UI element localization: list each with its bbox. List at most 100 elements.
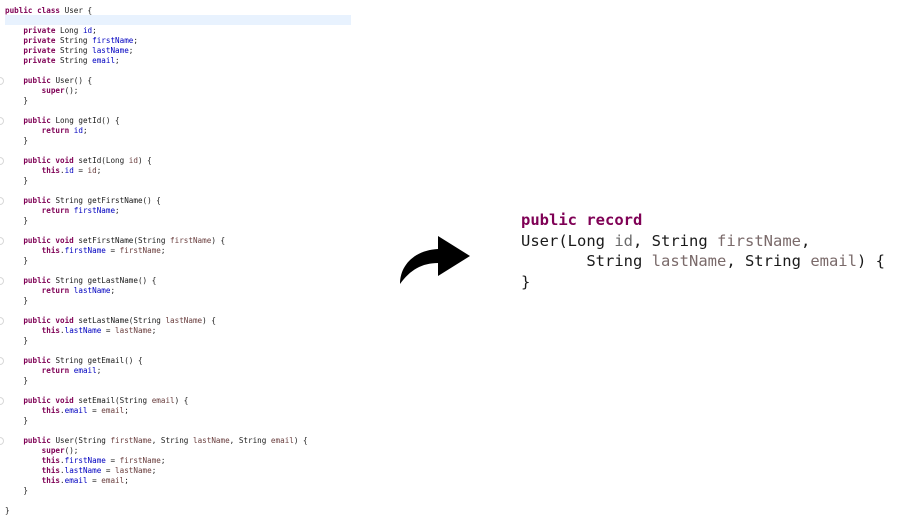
code-token: id <box>73 125 83 135</box>
code-token: , String <box>151 435 193 445</box>
code-line: super(); <box>5 445 79 455</box>
code-line: public void setId(Long id) { <box>5 155 152 165</box>
code-token: firstName <box>110 435 152 445</box>
code-token: firstName <box>73 205 116 215</box>
code-line: } <box>5 375 28 385</box>
code-token: ; <box>96 165 102 175</box>
code-token: email <box>64 475 88 485</box>
code-line: this.email = email; <box>5 405 129 415</box>
code-token: = <box>101 465 116 475</box>
code-token: } <box>5 255 28 265</box>
code-line: this.firstName = firstName; <box>5 245 166 255</box>
code-line: User(Long id, String firstName, <box>521 231 885 252</box>
code-token: this <box>5 465 61 475</box>
code-token: } <box>5 375 28 385</box>
code-line: } <box>5 415 28 425</box>
code-token: this <box>5 455 61 465</box>
code-token: email <box>270 435 294 445</box>
code-token: id <box>128 155 138 165</box>
code-token: ; <box>110 285 116 295</box>
code-line: super(); <box>5 85 79 95</box>
code-token: User() { <box>55 75 93 85</box>
curved-arrow-right-icon <box>400 236 470 284</box>
fold-marker-icon[interactable] <box>0 157 4 165</box>
fold-marker-icon[interactable] <box>0 237 4 245</box>
code-line: public void setLastName(String lastName)… <box>5 315 216 325</box>
code-token: ; <box>128 45 134 55</box>
code-token: firstName <box>119 455 161 465</box>
code-line: return id; <box>5 125 88 135</box>
code-line: public String getEmail() { <box>5 355 142 365</box>
code-token: firstName <box>64 455 106 465</box>
code-token: } <box>5 335 28 345</box>
fold-marker-icon[interactable] <box>0 317 4 325</box>
code-token: String <box>60 35 93 45</box>
code-token: lastName <box>192 435 230 445</box>
code-token: return <box>5 205 74 215</box>
code-token: setLastName(String <box>78 315 166 325</box>
code-token: lastName <box>64 325 102 335</box>
code-token: public class <box>5 5 65 15</box>
code-token: ) { <box>293 435 308 445</box>
code-token: firstName <box>170 235 212 245</box>
code-token: this <box>5 245 61 255</box>
fold-marker-icon[interactable] <box>0 437 4 445</box>
code-line: public record <box>521 210 885 231</box>
code-token: public <box>5 435 56 445</box>
code-token: . <box>60 325 65 335</box>
fold-marker-icon[interactable] <box>0 277 4 285</box>
code-token: . <box>60 465 65 475</box>
code-token: . <box>60 165 65 175</box>
code-token: , <box>801 231 811 250</box>
code-token: email <box>101 405 125 415</box>
code-token: ; <box>115 55 120 65</box>
code-token: ; <box>160 455 166 465</box>
code-token: , String <box>229 435 271 445</box>
code-line: this.id = id; <box>5 165 102 175</box>
code-token: String <box>60 55 93 65</box>
code-token: this <box>5 325 61 335</box>
code-token: . <box>60 455 65 465</box>
code-token: ) { <box>137 155 152 165</box>
fold-marker-icon[interactable] <box>0 357 4 365</box>
fold-marker-icon[interactable] <box>0 77 4 85</box>
code-token: return <box>5 125 74 135</box>
code-token: setEmail(String <box>78 395 152 405</box>
code-token: return <box>5 285 74 295</box>
code-token: User(Long <box>521 231 615 250</box>
code-token: public <box>5 195 56 205</box>
code-token: return <box>5 365 74 375</box>
code-token: ) { <box>211 235 226 245</box>
code-token: ; <box>160 245 166 255</box>
code-token: id <box>82 25 93 35</box>
code-token: email <box>810 252 857 270</box>
code-token: this <box>5 165 61 175</box>
code-token: this <box>5 405 61 415</box>
code-token: } <box>5 295 28 305</box>
code-token: id <box>614 231 633 250</box>
fold-marker-icon[interactable] <box>0 117 4 125</box>
fold-marker-icon[interactable] <box>0 197 4 205</box>
code-token: = <box>105 455 120 465</box>
code-line: } <box>5 505 10 515</box>
code-token: = <box>105 245 120 255</box>
code-line: private String firstName; <box>5 35 138 45</box>
code-token: = <box>87 475 102 485</box>
code-token: } <box>5 135 28 145</box>
code-token: ; <box>96 365 102 375</box>
code-line: } <box>521 272 885 293</box>
code-token: = <box>101 325 116 335</box>
code-token: } <box>5 485 28 495</box>
code-line: } <box>5 215 28 225</box>
code-token: lastName <box>92 45 129 55</box>
code-token: public <box>5 275 56 285</box>
code-token: ; <box>82 125 88 135</box>
code-token: String getLastName() { <box>55 275 157 285</box>
code-token: , String <box>726 252 811 270</box>
code-token: email <box>73 365 97 375</box>
code-line: return lastName; <box>5 285 115 295</box>
code-token: super <box>5 445 65 455</box>
fold-marker-icon[interactable] <box>0 397 4 405</box>
code-token: email <box>64 405 88 415</box>
